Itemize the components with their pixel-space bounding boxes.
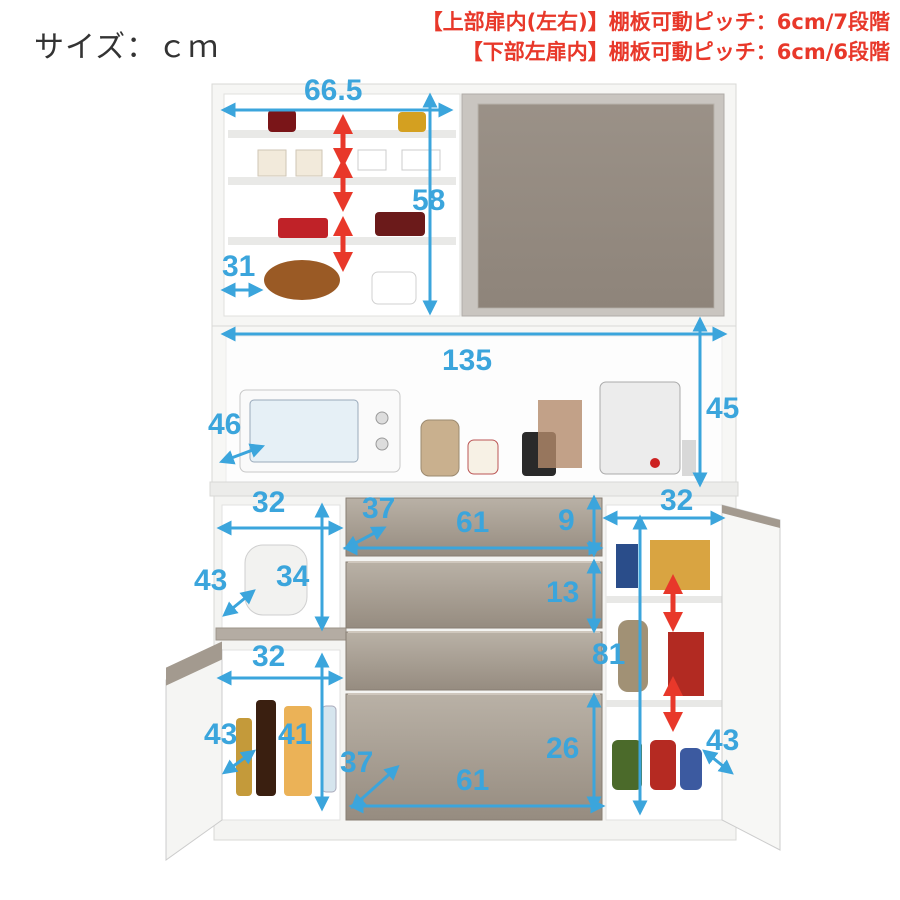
oil-bottle xyxy=(284,706,312,796)
dim-top-height: 58 xyxy=(412,184,446,217)
dimension-lines xyxy=(216,92,734,816)
dim-mid-width: 135 xyxy=(442,344,493,377)
dim-mid-height: 45 xyxy=(706,392,740,425)
dim-top-depth: 31 xyxy=(222,250,256,283)
drawer xyxy=(345,561,603,629)
lower-door-shelf-note: 【下部左扉内】棚板可動ピッチ：6cm/6段階 xyxy=(461,40,890,64)
dim-left-lower-height: 41 xyxy=(278,718,312,751)
upper-cabinet xyxy=(211,83,737,327)
dim-drawer-bottom-height: 26 xyxy=(546,732,580,765)
dim-right-height: 81 xyxy=(592,638,626,671)
bottle xyxy=(256,700,276,796)
dim-left-lower-width: 32 xyxy=(252,640,286,673)
rice-cooker xyxy=(244,544,308,616)
dim-drawer-top-width: 61 xyxy=(456,506,490,539)
dim-drawer-mid-height: 13 xyxy=(546,576,580,609)
pitch-arrows xyxy=(333,114,683,732)
slide-shelf xyxy=(215,627,347,641)
coffee-maker xyxy=(599,381,681,475)
dim-mid-depth: 46 xyxy=(208,408,242,441)
middle-counter xyxy=(209,325,739,497)
dim-drawer-bottom-depth: 37 xyxy=(340,746,374,779)
dim-left-upper-height: 34 xyxy=(276,560,310,593)
wooden-bowl xyxy=(264,260,340,300)
upper-door-shelf-note: 【上部扉内(左右)】棚板可動ピッチ：6cm/7段階 xyxy=(421,10,890,34)
dim-drawer-top-height: 9 xyxy=(558,504,575,537)
right-door xyxy=(721,504,781,851)
dim-left-upper-depth: 43 xyxy=(194,564,228,597)
dim-right-width: 32 xyxy=(660,484,694,517)
dim-drawer-top-depth: 37 xyxy=(362,492,396,525)
size-unit-label: サイズ：ｃｍ xyxy=(34,30,220,65)
bowl-item xyxy=(268,110,296,132)
dim-right-depth: 43 xyxy=(706,724,740,757)
bowl-item xyxy=(398,112,426,132)
dim-left-upper-width: 32 xyxy=(252,486,286,519)
baking-dish xyxy=(278,218,328,238)
jar xyxy=(420,419,460,477)
food-packages xyxy=(650,540,710,590)
dim-top-width: 66.5 xyxy=(304,74,363,107)
dim-drawer-bottom-width: 61 xyxy=(456,764,490,797)
dim-left-lower-depth: 43 xyxy=(204,718,238,751)
drawer xyxy=(345,631,603,691)
